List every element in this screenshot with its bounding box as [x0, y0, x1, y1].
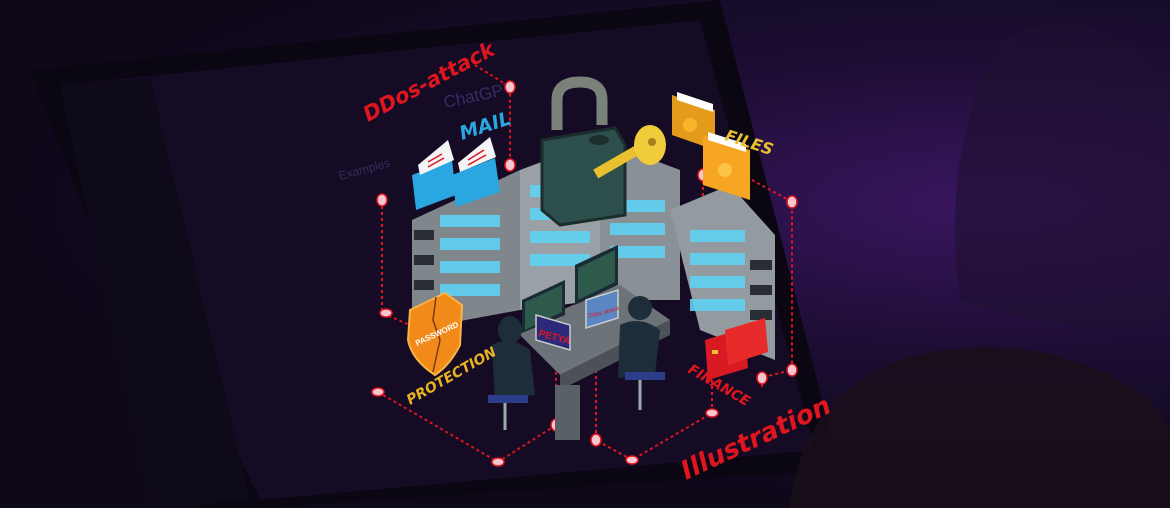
chat-sidebar	[60, 78, 250, 508]
hacker-right	[618, 296, 665, 410]
laptop-ddos	[585, 288, 619, 330]
padlock-icon	[540, 76, 627, 227]
person-silhouette	[955, 24, 1170, 327]
key-icon	[593, 125, 666, 179]
hacker-left	[488, 316, 535, 430]
mail-icon	[412, 137, 500, 210]
password-shield-icon	[406, 291, 464, 377]
monitors	[522, 245, 618, 333]
laptop-petya	[535, 313, 571, 352]
server-racks	[412, 140, 775, 360]
hand-silhouette	[790, 347, 1170, 508]
credit-cards-icon	[705, 318, 768, 380]
files-folder-icon	[672, 92, 750, 200]
